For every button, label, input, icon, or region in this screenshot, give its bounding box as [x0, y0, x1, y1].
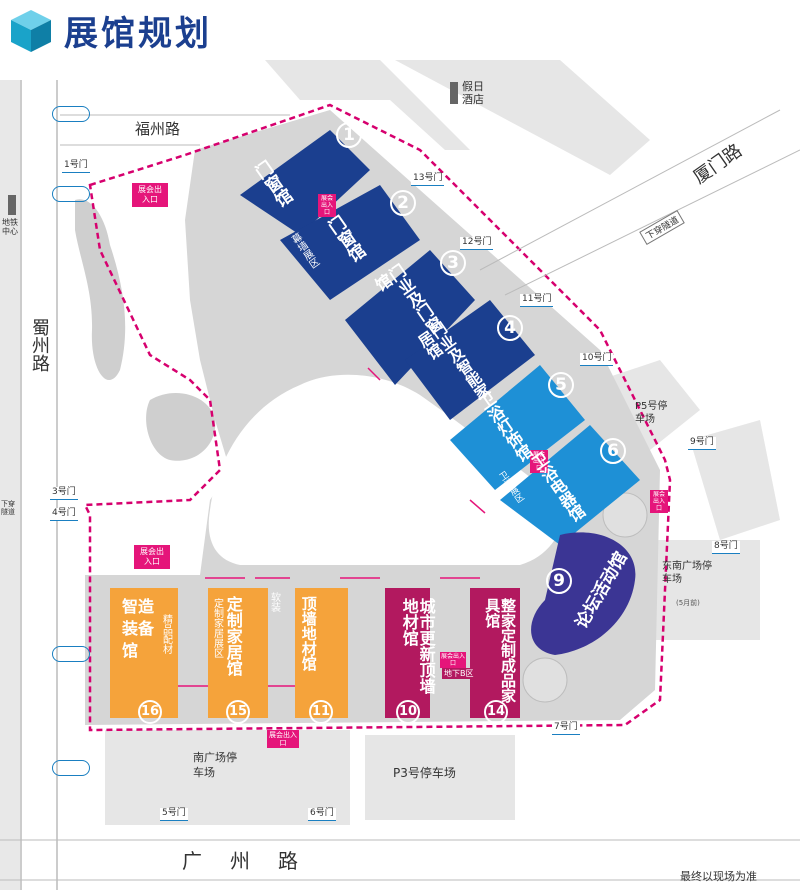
hall-14-name: 顶墙地材馆	[299, 596, 318, 671]
entrance-underground[interactable]: 展会出入口	[440, 652, 466, 668]
gate-5: 5号门	[160, 808, 188, 821]
entrance-hall56[interactable]: 展会出入口	[530, 450, 548, 473]
hall-14-sub: 软装	[268, 592, 280, 612]
hall-5-num: 5	[548, 372, 574, 398]
metro-building-icon	[8, 195, 16, 215]
gate-13: 13号门	[411, 173, 445, 186]
hall-1-num: 1	[336, 122, 362, 148]
hall-2-num: 2	[390, 190, 416, 216]
entrance-bottom[interactable]: 展会出入口	[267, 730, 299, 748]
hall-16-num: 16	[138, 700, 162, 724]
road-shuzhou: 蜀州路	[29, 318, 50, 372]
hall-15-name: 定制家居馆	[223, 596, 243, 676]
gate-1: 1号门	[62, 160, 90, 173]
footer-note: 最终以现场为准	[680, 870, 757, 883]
hall-2-shape	[280, 185, 420, 300]
hall-11-name: 城市更新顶墙地材馆	[399, 598, 436, 694]
p5-label: P5号停车场	[635, 401, 668, 425]
hall-14-shape	[295, 588, 348, 718]
hall-5-shape	[450, 365, 585, 490]
entrance-right[interactable]: 展会出入口	[650, 490, 668, 513]
perimeter	[83, 103, 672, 732]
se-parking-sub: (5月前)	[676, 599, 700, 607]
hall-9-num: 9	[546, 568, 572, 594]
underpass-small-label: 下穿隧道	[1, 500, 15, 516]
central-lawn	[208, 374, 564, 565]
gate-10: 10号门	[580, 353, 614, 366]
underground-b-label: 地下B区	[442, 668, 476, 679]
gate-11: 11号门	[520, 294, 554, 307]
entrance-left[interactable]: 展会出入口	[134, 545, 170, 569]
hall-3-shape	[345, 250, 475, 385]
gate-4: 4号门	[50, 508, 78, 521]
page-title: 展馆规划	[64, 14, 212, 54]
hall-15-shape	[208, 588, 268, 718]
se-parking-label: 东南广场停车场	[662, 561, 712, 585]
entrance-hall2[interactable]: 展会出入口	[318, 194, 336, 217]
hall-6-num: 6	[600, 438, 626, 464]
cube-logo-icon	[11, 10, 51, 52]
hall-1-shape	[240, 130, 370, 235]
entry-icon-top	[52, 106, 90, 122]
hall-16-sub: 精品配材	[160, 614, 172, 654]
hotel-label: 假日酒店	[462, 80, 484, 106]
gate-12: 12号门	[460, 237, 494, 250]
hall-14-num: 11	[309, 700, 333, 724]
entry-icon-low	[52, 646, 90, 662]
road-guangzhou: 广州路	[182, 849, 326, 873]
hall-15-sub: 定制家居展区	[211, 598, 223, 658]
gate-9: 9号门	[688, 437, 716, 450]
metro-label: 地铁中心	[2, 218, 18, 236]
gate-3: 3号门	[50, 487, 78, 500]
hall-11-shape	[385, 588, 430, 718]
gate-8: 8号门	[712, 541, 740, 554]
hall-11-num: 10	[396, 700, 420, 724]
entry-icon-bottom	[52, 760, 90, 776]
gate-6: 6号门	[308, 808, 336, 821]
hall-4-num: 4	[497, 315, 523, 341]
hall-16-shape	[110, 588, 178, 718]
hall-10-shape	[470, 588, 520, 718]
hall-9-shape	[531, 532, 636, 655]
gate-7: 7号门	[552, 722, 580, 735]
p3-parking-label: P3号停车场	[393, 766, 456, 780]
entrance-top[interactable]: 展会出入口	[132, 183, 168, 207]
hotel-building-icon	[450, 82, 458, 104]
entry-icon-mid	[52, 186, 90, 202]
hall-10-num: 14	[484, 700, 508, 724]
road-fuzhou: 福州路	[135, 120, 181, 138]
left-block	[0, 80, 20, 890]
hall-16-name: 智造装备馆	[122, 597, 155, 660]
hall-10-name: 整家定制成品家具馆	[483, 598, 517, 703]
hall-15-num: 15	[226, 700, 250, 724]
south-parking-label: 南广场停车场	[193, 751, 237, 779]
header: 展馆规划	[0, 0, 800, 60]
hall-3-num: 3	[440, 250, 466, 276]
